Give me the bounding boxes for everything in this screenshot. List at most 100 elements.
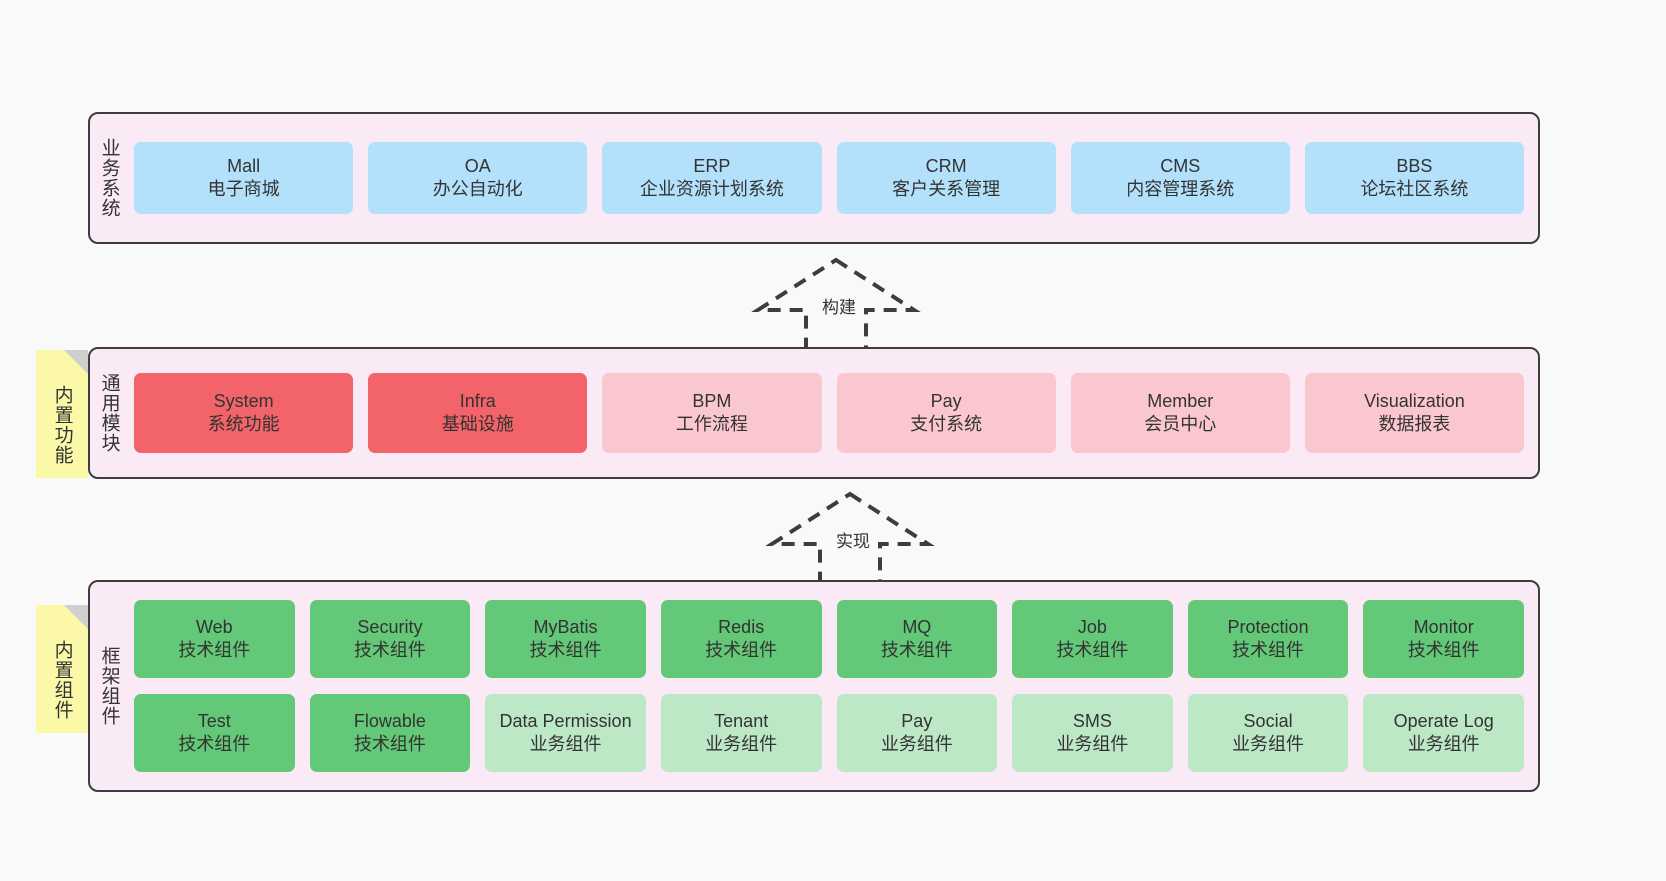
- note-builtin-feature: 内置功能: [36, 350, 88, 478]
- note-label: 内置组件: [51, 640, 73, 720]
- node-subtitle: 技术组件: [1232, 640, 1305, 660]
- node-system[interactable]: System 系统功能: [134, 373, 354, 453]
- node-title: Social: [1243, 710, 1293, 731]
- node-title: Protection: [1227, 616, 1309, 637]
- node-subtitle: 支付系统: [910, 414, 983, 434]
- node-flowable[interactable]: Flowable 技术组件: [309, 694, 471, 772]
- layer-business-system: 业务系统 Mall 电子商城 OA 办公自动化 ERP 企业资源计划系统 CRM…: [88, 112, 1540, 244]
- layer-title-framework-component: 框架组件: [98, 646, 120, 726]
- node-subtitle: 业务组件: [1407, 734, 1480, 754]
- node-title: ERP: [693, 155, 731, 176]
- node-subtitle: 系统功能: [207, 414, 280, 434]
- node-title: SMS: [1072, 710, 1112, 731]
- node-title: Mall: [227, 155, 261, 176]
- node-subtitle: 内容管理系统: [1126, 179, 1235, 199]
- node-erp[interactable]: ERP 企业资源计划系统: [602, 142, 822, 214]
- node-social[interactable]: Social 业务组件: [1187, 694, 1349, 772]
- node-title: Monitor: [1413, 616, 1474, 637]
- node-title: Member: [1147, 390, 1214, 411]
- node-web[interactable]: Web 技术组件: [134, 600, 295, 678]
- node-subtitle: 技术组件: [353, 734, 426, 754]
- layer-title-business-system: 业务系统: [98, 138, 120, 218]
- node-title: Job: [1077, 616, 1107, 637]
- node-pay-component[interactable]: Pay 业务组件: [836, 694, 998, 772]
- note-label: 内置功能: [51, 385, 73, 465]
- connector-build: 构建: [751, 257, 921, 353]
- node-subtitle: 技术组件: [178, 734, 251, 754]
- node-title: Flowable: [353, 710, 426, 731]
- node-pay-module[interactable]: Pay 支付系统: [836, 373, 1056, 453]
- node-redis[interactable]: Redis 技术组件: [660, 600, 822, 678]
- node-test[interactable]: Test 技术组件: [134, 694, 295, 772]
- node-protection[interactable]: Protection 技术组件: [1187, 600, 1349, 678]
- node-crm[interactable]: CRM 客户关系管理: [836, 142, 1056, 214]
- node-subtitle: 技术组件: [353, 640, 426, 660]
- node-subtitle: 业务组件: [529, 734, 602, 754]
- generalization-arrow-outline: [765, 491, 935, 587]
- node-title: CMS: [1160, 155, 1201, 176]
- node-subtitle: 业务组件: [705, 734, 778, 754]
- node-subtitle: 论坛社区系统: [1360, 179, 1469, 199]
- node-subtitle: 办公自动化: [432, 179, 523, 199]
- node-title: Redis: [718, 616, 765, 637]
- node-oa[interactable]: OA 办公自动化: [368, 142, 588, 214]
- node-title: Test: [197, 710, 231, 731]
- node-title: Infra: [459, 390, 496, 411]
- node-mq[interactable]: MQ 技术组件: [836, 600, 998, 678]
- node-bpm[interactable]: BPM 工作流程: [602, 373, 822, 453]
- node-subtitle: 客户关系管理: [892, 179, 1001, 199]
- node-row: System 系统功能 Infra 基础设施 BPM 工作流程 Pay 支付系统…: [134, 373, 1525, 453]
- node-subtitle: 业务组件: [1056, 734, 1129, 754]
- node-member[interactable]: Member 会员中心: [1070, 373, 1290, 453]
- node-subtitle: 业务组件: [880, 734, 953, 754]
- node-infra[interactable]: Infra 基础设施: [368, 373, 588, 453]
- node-row: Mall 电子商城 OA 办公自动化 ERP 企业资源计划系统 CRM 客户关系…: [134, 142, 1525, 214]
- node-security[interactable]: Security 技术组件: [309, 600, 471, 678]
- node-title: MyBatis: [533, 616, 598, 637]
- layer-title-common-module: 通用模块: [98, 373, 120, 453]
- node-subtitle: 基础设施: [441, 414, 514, 434]
- layer-framework-component: 框架组件 Web 技术组件 Security 技术组件 MyBatis 技术组件…: [88, 580, 1540, 792]
- node-subtitle: 技术组件: [178, 640, 251, 660]
- note-fold-corner-icon: [64, 350, 88, 374]
- layer-body-framework-component: Web 技术组件 Security 技术组件 MyBatis 技术组件 Redi…: [128, 582, 1538, 790]
- node-title: BPM: [692, 390, 732, 411]
- node-sms[interactable]: SMS 业务组件: [1012, 694, 1173, 772]
- node-title: MQ: [902, 616, 932, 637]
- node-title: System: [213, 390, 274, 411]
- node-mall[interactable]: Mall 电子商城: [134, 142, 354, 214]
- layer-body-common-module: System 系统功能 Infra 基础设施 BPM 工作流程 Pay 支付系统…: [128, 349, 1538, 477]
- node-row: Test 技术组件 Flowable 技术组件 Data Permission …: [134, 694, 1524, 772]
- node-title: Security: [357, 616, 423, 637]
- node-subtitle: 工作流程: [675, 414, 748, 434]
- node-title: Operate Log: [1393, 710, 1494, 731]
- node-visualization[interactable]: Visualization 数据报表: [1304, 373, 1525, 453]
- node-subtitle: 业务组件: [1232, 734, 1305, 754]
- node-cms[interactable]: CMS 内容管理系统: [1070, 142, 1290, 214]
- node-subtitle: 企业资源计划系统: [639, 179, 784, 199]
- generalization-arrow-outline: [751, 257, 921, 353]
- node-mybatis[interactable]: MyBatis 技术组件: [485, 600, 646, 678]
- node-bbs[interactable]: BBS 论坛社区系统: [1304, 142, 1525, 214]
- node-subtitle: 电子商城: [207, 179, 280, 199]
- node-data-permission[interactable]: Data Permission 业务组件: [485, 694, 646, 772]
- node-title: OA: [464, 155, 491, 176]
- node-subtitle: 技术组件: [1407, 640, 1480, 660]
- node-row: Web 技术组件 Security 技术组件 MyBatis 技术组件 Redi…: [134, 600, 1524, 678]
- node-title: Data Permission: [499, 710, 632, 731]
- node-tenant[interactable]: Tenant 业务组件: [660, 694, 822, 772]
- node-job[interactable]: Job 技术组件: [1012, 600, 1173, 678]
- node-subtitle: 技术组件: [1056, 640, 1129, 660]
- node-title: Pay: [901, 710, 933, 731]
- note-builtin-component: 内置组件: [36, 605, 88, 733]
- node-operate-log[interactable]: Operate Log 业务组件: [1363, 694, 1524, 772]
- node-subtitle: 数据报表: [1378, 414, 1451, 434]
- node-title: Tenant: [714, 710, 769, 731]
- node-subtitle: 技术组件: [880, 640, 953, 660]
- connector-label-implement: 实现: [836, 532, 870, 551]
- node-title: BBS: [1396, 155, 1433, 176]
- node-subtitle: 技术组件: [529, 640, 602, 660]
- node-monitor[interactable]: Monitor 技术组件: [1363, 600, 1524, 678]
- layer-body-business-system: Mall 电子商城 OA 办公自动化 ERP 企业资源计划系统 CRM 客户关系…: [128, 114, 1538, 242]
